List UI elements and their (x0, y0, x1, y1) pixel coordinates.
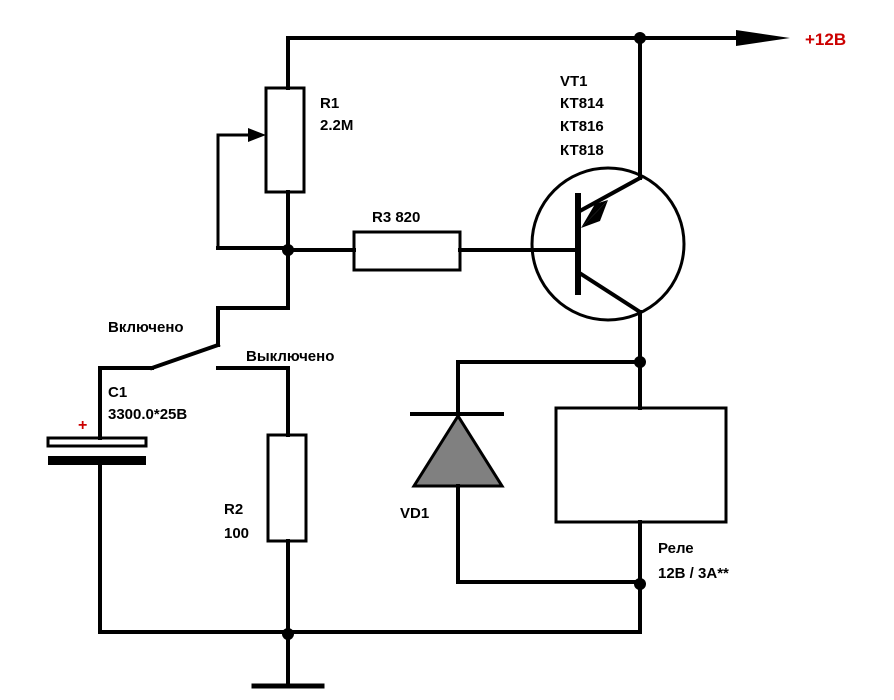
switch (98, 248, 290, 437)
resistor-r3 (286, 230, 580, 272)
r3-label: R3 820 (372, 209, 420, 226)
diode-vd1 (410, 360, 642, 584)
r2-name: R2 (224, 501, 243, 518)
junction-node-supply (634, 32, 646, 44)
junction-node-relay (634, 578, 646, 590)
vd1-label: VD1 (400, 505, 429, 522)
potentiometer-r1 (216, 86, 306, 252)
vt1-option-1: КТ814 (560, 95, 604, 112)
junction-node-ground (282, 628, 294, 640)
resistor-r2 (266, 433, 308, 634)
r1-name: R1 (320, 95, 339, 112)
relay-name: Реле (658, 540, 694, 557)
supply-label: +12В (805, 30, 846, 49)
c1-value: 3300.0*25В (108, 406, 187, 423)
supply-rail (286, 30, 790, 90)
r1-value: 2.2M (320, 117, 353, 134)
transistor-vt1 (530, 36, 686, 364)
relay-coil (554, 360, 728, 634)
vt1-name: VT1 (560, 73, 588, 90)
switch-off-label: Выключено (246, 348, 334, 365)
c1-name: С1 (108, 384, 127, 401)
c1-polarity-mark: + (78, 417, 87, 434)
vt1-option-3: КТ818 (560, 142, 604, 159)
capacitor-c1 (46, 366, 148, 634)
vt1-option-2: КТ816 (560, 118, 604, 135)
r2-value: 100 (224, 525, 249, 542)
wiper-arrow-icon (248, 128, 266, 142)
ground-rail (98, 630, 642, 689)
switch-on-label: Включено (108, 319, 184, 336)
relay-rating: 12В / 3А** (658, 565, 729, 582)
supply-arrow-icon (736, 30, 790, 46)
diode-triangle-icon (411, 413, 505, 488)
